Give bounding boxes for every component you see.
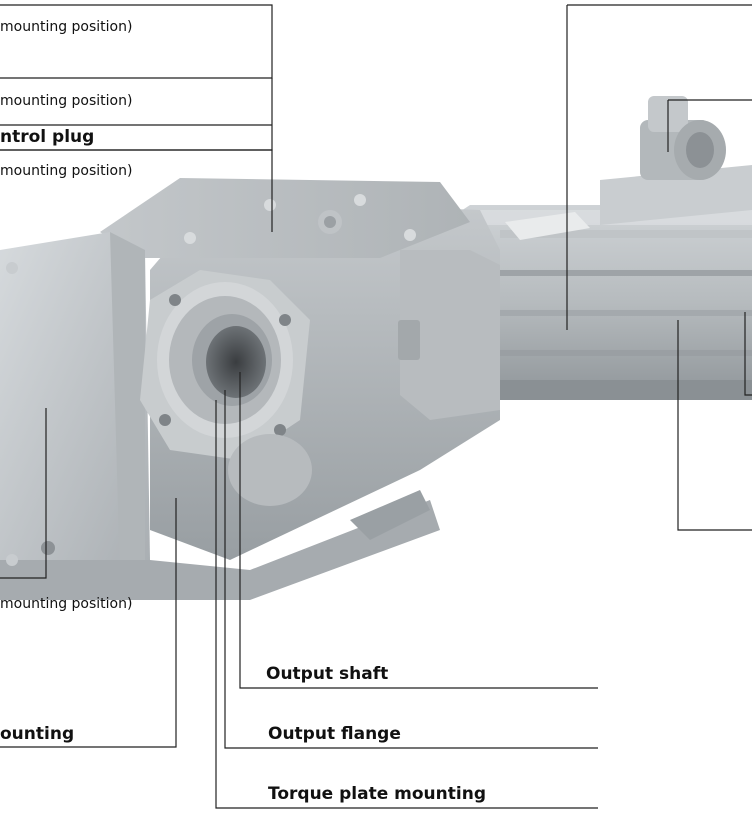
mounting-position-label-3: mounting position) bbox=[0, 163, 133, 179]
motor-body bbox=[420, 165, 752, 400]
control-plug-label: ntrol plug bbox=[0, 127, 95, 147]
control-plug bbox=[640, 96, 726, 180]
output-shaft-bore bbox=[192, 314, 272, 406]
housing-rib bbox=[350, 490, 430, 540]
mounting-label: ounting bbox=[0, 724, 75, 744]
mounting-position-label-1: mounting position) bbox=[0, 19, 133, 35]
mounting-position-label-4: mounting position) bbox=[0, 596, 133, 612]
torque-plate-lobe bbox=[228, 434, 312, 506]
output-flange-label: Output flange bbox=[268, 724, 401, 744]
output-shaft-label: Output shaft bbox=[266, 664, 389, 684]
gearbox-front-face bbox=[0, 232, 440, 600]
torque-plate-mounting-label: Torque plate mounting bbox=[268, 784, 486, 804]
callout-lines bbox=[0, 4, 752, 809]
mounting-position-label-2: mounting position) bbox=[0, 93, 133, 109]
